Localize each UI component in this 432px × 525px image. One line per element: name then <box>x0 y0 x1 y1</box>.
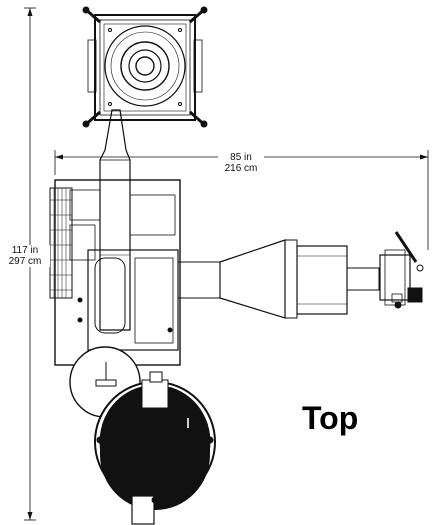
height-dimension-label: 117 in 297 cm <box>0 245 50 267</box>
vertical-duct <box>99 109 131 331</box>
cooling-fins <box>49 187 73 299</box>
width-dimension-label: 85 in 216 cm <box>218 152 264 174</box>
blower-housing <box>82 6 208 128</box>
width-cm-text: 216 cm <box>224 163 258 174</box>
view-label-top: Top <box>302 400 359 436</box>
large-drum <box>94 371 216 525</box>
end-motor-assembly <box>379 231 424 309</box>
main-frame <box>54 179 181 366</box>
height-in-text: 117 in <box>11 245 39 256</box>
height-cm-text: 297 cm <box>8 256 42 267</box>
width-in-text: 85 in <box>230 152 252 163</box>
horizontal-cone-duct <box>177 239 380 319</box>
